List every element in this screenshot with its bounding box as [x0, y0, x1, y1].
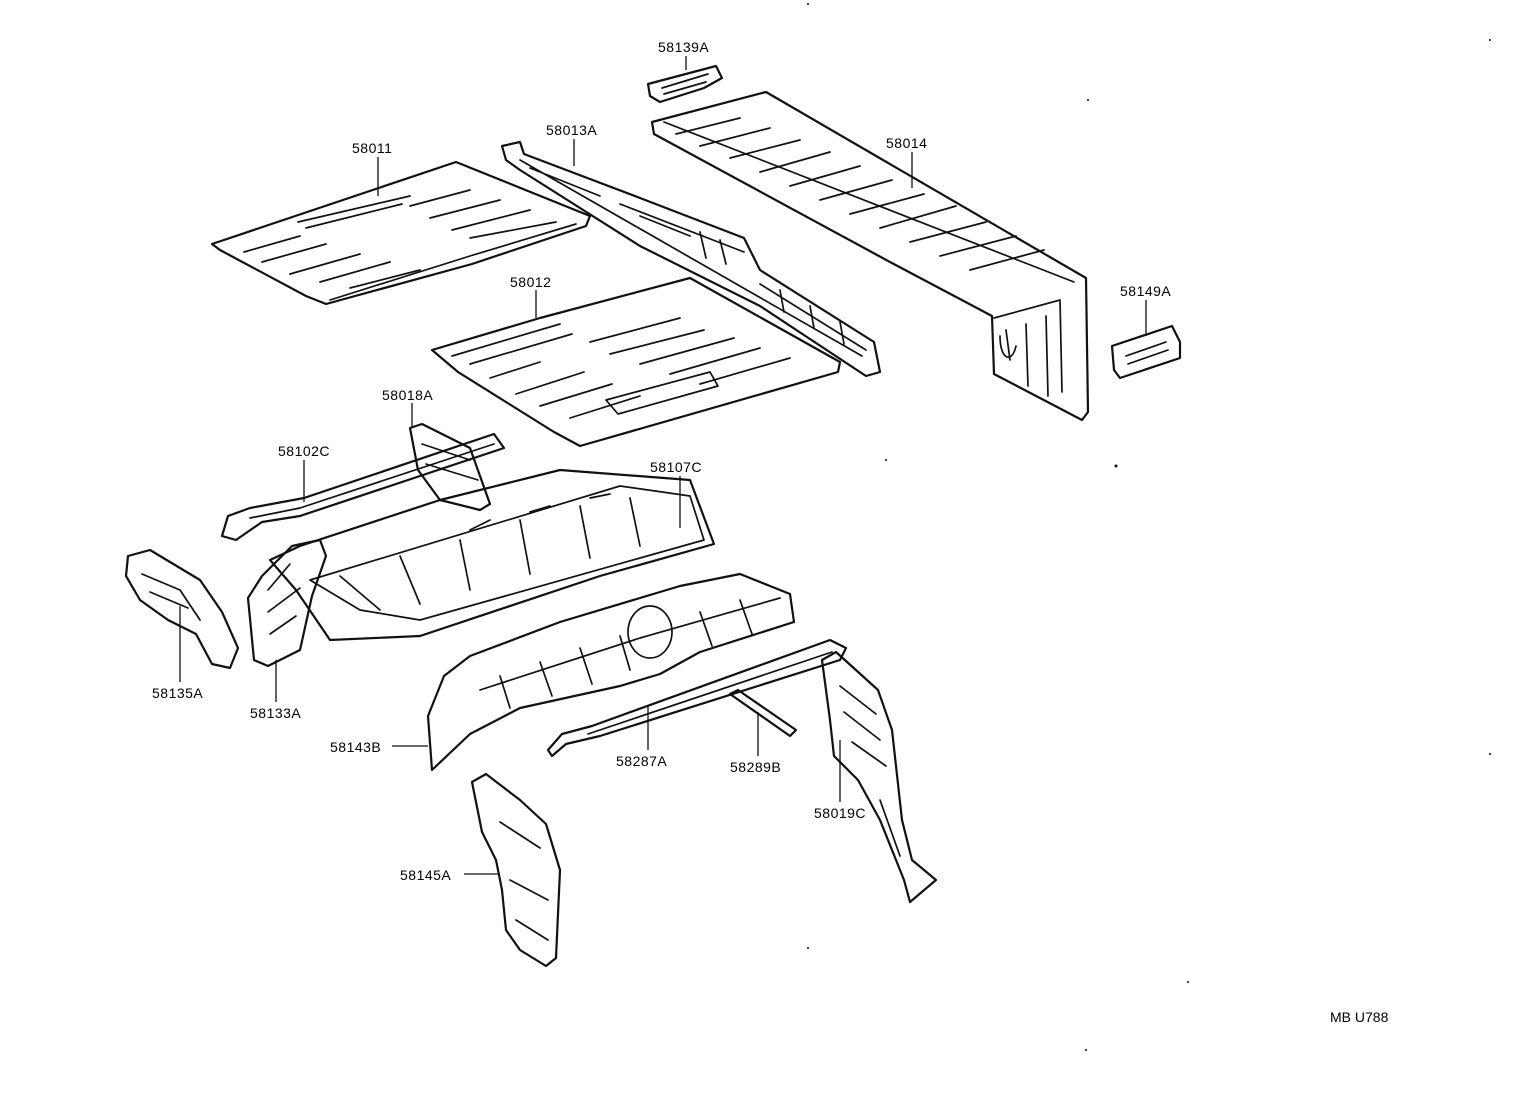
label-58149A[interactable]: 58149A: [1120, 283, 1172, 299]
label-58289B[interactable]: 58289B: [730, 759, 782, 775]
part-58102C-drawing[interactable]: [220, 432, 506, 542]
label-58012[interactable]: 58012: [510, 274, 552, 290]
part-58014-drawing[interactable]: [650, 90, 1090, 422]
label-58107C[interactable]: 58107C: [650, 459, 703, 475]
part-58287A-drawing[interactable]: [546, 638, 848, 758]
label-58013A[interactable]: 58013A: [546, 122, 598, 138]
scan-specks: [807, 3, 1491, 1051]
part-58139A-drawing[interactable]: [646, 64, 724, 104]
part-58011-drawing[interactable]: [210, 160, 592, 306]
part-58135A-drawing[interactable]: [124, 548, 240, 670]
part-58145A-drawing[interactable]: [470, 772, 562, 968]
label-58139A[interactable]: 58139A: [658, 39, 710, 55]
label-58143B[interactable]: 58143B: [330, 739, 382, 755]
label-58102C[interactable]: 58102C: [278, 443, 331, 459]
part-58289B-drawing[interactable]: [728, 688, 798, 738]
label-58011[interactable]: 58011: [352, 140, 393, 156]
part-58143B-drawing[interactable]: [426, 572, 796, 772]
label-58018A[interactable]: 58018A: [382, 387, 434, 403]
label-58145A[interactable]: 58145A: [400, 867, 452, 883]
label-58133A[interactable]: 58133A: [250, 705, 302, 721]
drawing-code: MB U788: [1330, 1009, 1389, 1025]
part-58133A-drawing[interactable]: [246, 538, 328, 668]
part-58013A-drawing[interactable]: [500, 140, 882, 378]
part-58012-drawing[interactable]: [430, 276, 842, 448]
part-58019C-drawing[interactable]: [820, 650, 938, 904]
label-58014[interactable]: 58014: [886, 135, 928, 151]
leader-lines: [179, 56, 1147, 875]
part-58107C-drawing[interactable]: [268, 468, 716, 642]
label-58135A[interactable]: 58135A: [152, 685, 204, 701]
part-58149A-drawing[interactable]: [1110, 324, 1182, 380]
label-58287A[interactable]: 58287A: [616, 753, 668, 769]
label-58019C[interactable]: 58019C: [814, 805, 867, 821]
